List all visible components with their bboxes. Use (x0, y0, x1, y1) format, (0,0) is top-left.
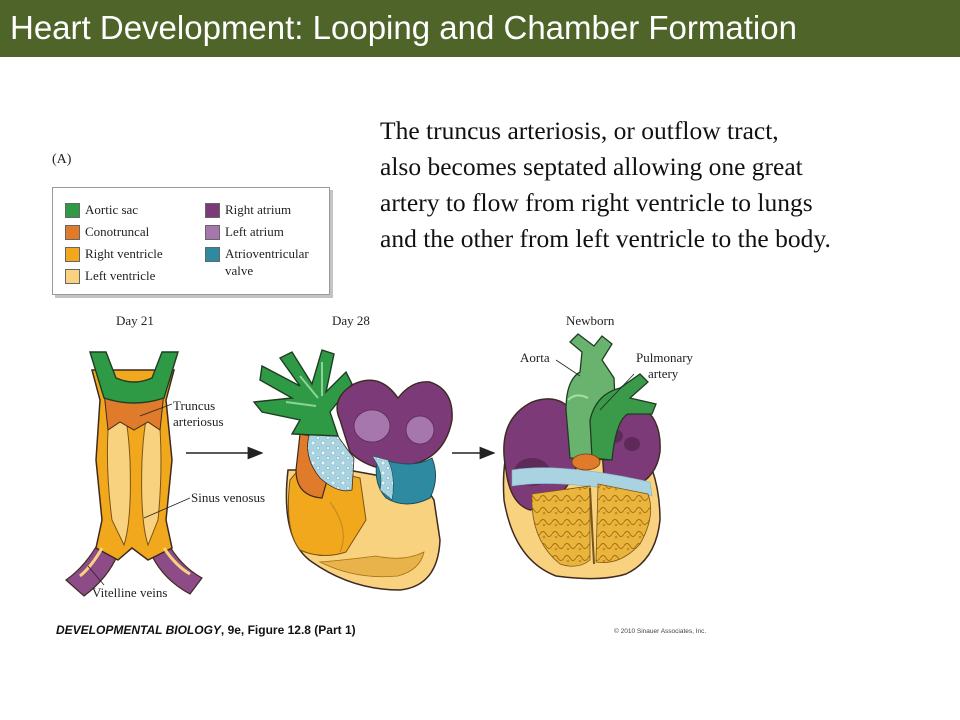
caption-rest: , 9e, Figure 12.8 (Part 1) (220, 623, 356, 637)
label-pulmonary-line1: Pulmonary (636, 350, 694, 365)
panel-label: (A) (52, 152, 72, 167)
body-line: and the other from left ventricle to the… (380, 224, 831, 253)
legend-label-av-valve-line1: Atrioventricular (225, 246, 309, 261)
legend-swatch-right-ventricle (65, 247, 80, 262)
day28-looped-heart (252, 349, 453, 591)
caption-book-title: DEVELOPMENTAL BIOLOGY (56, 623, 221, 637)
leader-pulmonary (599, 373, 635, 411)
legend-swatch-right-atrium (205, 203, 220, 218)
copyright-notice: © 2010 Sinauer Associates, Inc. (614, 628, 707, 635)
legend-label-right-ventricle: Right ventricle (85, 246, 163, 261)
legend-swatch-aortic-sac (65, 203, 80, 218)
legend-swatch-conotruncal (65, 225, 80, 240)
slide-title: Heart Development: Looping and Chamber F… (10, 9, 797, 46)
legend-label-right-atrium: Right atrium (225, 202, 292, 217)
figure-caption: DEVELOPMENTAL BIOLOGY, 9e, Figure 12.8 (… (56, 623, 356, 637)
newborn-heart (502, 333, 661, 580)
body-line: The truncus arteriosis, or outflow tract… (380, 116, 779, 145)
legend-label-av-valve-line2: valve (225, 263, 254, 278)
leader-sinus (143, 497, 191, 519)
label-truncus-line1: Truncus (173, 398, 215, 413)
leader-vitelline (87, 565, 105, 586)
legend-label-aortic-sac: Aortic sac (85, 202, 139, 217)
stage-label-day28: Day 28 (332, 313, 370, 328)
legend-swatch-left-atrium (205, 225, 220, 240)
stage-label-newborn: Newborn (566, 313, 615, 328)
label-truncus-line2: arteriosus (173, 414, 224, 429)
body-text: The truncus arteriosis, or outflow tract… (380, 113, 955, 257)
body-line: also becomes septated allowing one great (380, 152, 803, 181)
label-aorta: Aorta (520, 350, 550, 365)
legend-swatch-av-valve (205, 247, 220, 262)
body-line: artery to flow from right ventricle to l… (380, 188, 813, 217)
stage-label-day21: Day 21 (116, 313, 154, 328)
title-bar: Heart Development: Looping and Chamber F… (0, 0, 960, 57)
label-pulmonary-line2: artery (648, 366, 679, 381)
label-vitelline-veins: Vitelline veins (92, 585, 167, 600)
legend-label-left-ventricle: Left ventricle (85, 268, 156, 283)
leader-aorta (555, 359, 581, 377)
figure-legend: Aortic sac Conotruncal Right ventricle L… (52, 187, 330, 295)
label-sinus-venosus: Sinus venosus (191, 490, 265, 505)
leader-truncus (139, 403, 173, 417)
legend-label-left-atrium: Left atrium (225, 224, 284, 239)
legend-label-conotruncal: Conotruncal (85, 224, 150, 239)
day21-heart-tube (65, 351, 203, 597)
legend-swatch-left-ventricle (65, 269, 80, 284)
